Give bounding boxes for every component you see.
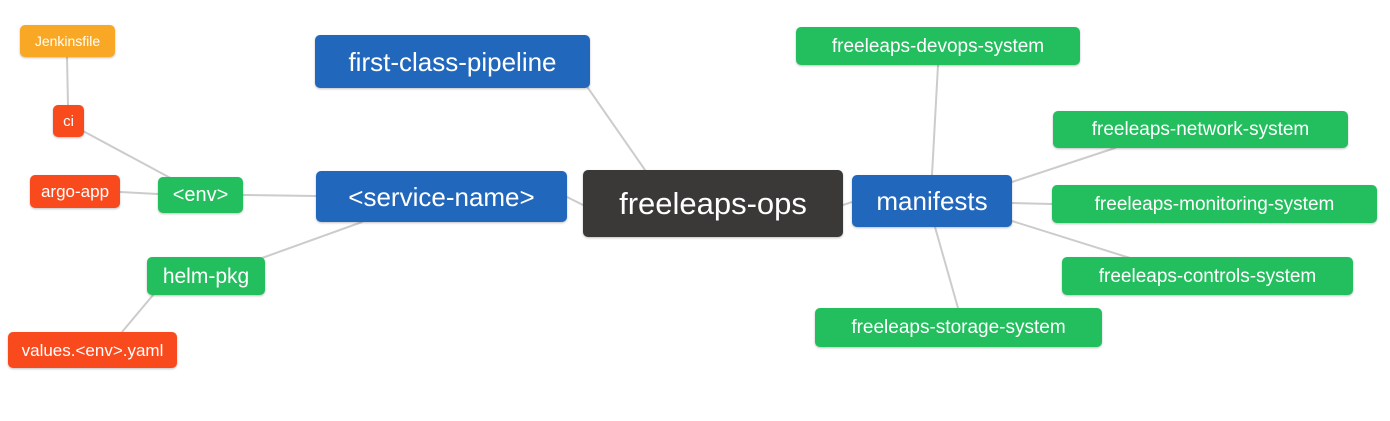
- mindmap-node-first-class-pipeline[interactable]: first-class-pipeline: [315, 35, 590, 88]
- mindmap-node-freeleaps-network-system[interactable]: freeleaps-network-system: [1053, 111, 1348, 148]
- mindmap-node-freeleaps-ops[interactable]: freeleaps-ops: [583, 170, 843, 237]
- mindmap-node-ci[interactable]: ci: [53, 105, 84, 137]
- edge-manifests-to-freeleaps-devops-system: [931, 64, 939, 176]
- mindmap-node-freeleaps-storage-system[interactable]: freeleaps-storage-system: [815, 308, 1102, 347]
- mindmap-node-helm-pkg[interactable]: helm-pkg: [147, 257, 265, 295]
- mindmap-node-freeleaps-devops-system[interactable]: freeleaps-devops-system: [796, 27, 1080, 65]
- edge-first-class-pipeline-to-freeleaps-ops: [587, 87, 646, 171]
- mindmap-node-env[interactable]: <env>: [158, 177, 243, 213]
- mindmap-node-service-name[interactable]: <service-name>: [316, 171, 567, 222]
- mindmap-node-manifests[interactable]: manifests: [852, 175, 1012, 227]
- edge-service-name-to-helm-pkg: [261, 221, 363, 259]
- mindmap-node-values-env-yaml[interactable]: values.<env>.yaml: [8, 332, 177, 368]
- edge-helm-pkg-to-values-env-yaml: [121, 294, 154, 333]
- mindmap-node-freeleaps-monitoring-system[interactable]: freeleaps-monitoring-system: [1052, 185, 1377, 223]
- edge-env-to-service-name: [242, 194, 317, 197]
- mindmap-node-argo-app[interactable]: argo-app: [30, 175, 120, 208]
- edge-jenkinsfile-to-ci: [66, 56, 69, 106]
- edge-ci-to-env: [82, 130, 177, 182]
- edge-freeleaps-ops-to-manifests: [842, 201, 853, 206]
- edge-manifests-to-freeleaps-network-system: [1011, 147, 1116, 183]
- mindmap-node-jenkinsfile[interactable]: Jenkinsfile: [20, 25, 115, 57]
- edge-manifests-to-freeleaps-monitoring-system: [1011, 202, 1053, 205]
- mindmap-node-freeleaps-controls-system[interactable]: freeleaps-controls-system: [1062, 257, 1353, 295]
- edge-argo-app-to-env: [119, 191, 159, 195]
- edge-service-name-to-freeleaps-ops: [566, 196, 584, 206]
- edge-manifests-to-freeleaps-controls-system: [1011, 220, 1131, 259]
- edge-manifests-to-freeleaps-storage-system: [934, 226, 959, 309]
